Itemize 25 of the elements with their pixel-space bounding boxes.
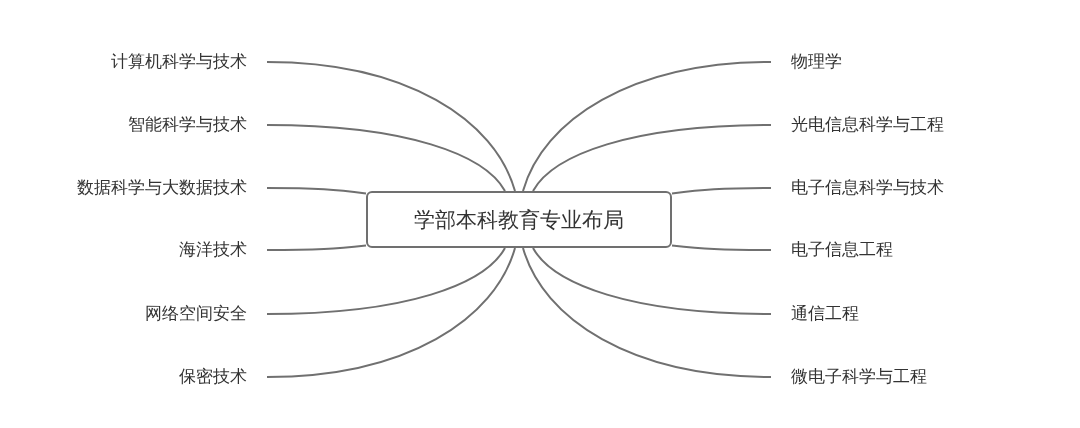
branch-topic: 海洋技术: [20, 237, 267, 263]
branch-topic: 微电子科学与工程: [771, 364, 1031, 390]
connector-line: [266, 247, 516, 378]
branch-topic: 通信工程: [771, 301, 1031, 327]
connector-line: [671, 244, 772, 251]
connector-line: [266, 187, 367, 195]
connector-line: [522, 61, 772, 192]
connector-line: [522, 247, 772, 378]
branch-topic: 智能科学与技术: [20, 112, 267, 138]
connector-line: [266, 247, 506, 315]
branch-topic: 保密技术: [20, 364, 267, 390]
branch-topic: 网络空间安全: [20, 301, 267, 327]
connector-line: [266, 244, 367, 251]
branch-topic: 电子信息工程: [771, 237, 1031, 263]
connector-line: [266, 124, 506, 192]
connector-line: [671, 187, 772, 195]
connector-line: [532, 247, 772, 315]
connector-line: [532, 124, 772, 192]
branch-topic: 光电信息科学与工程: [771, 112, 1031, 138]
connector-line: [266, 61, 516, 192]
branch-topic: 电子信息科学与技术: [771, 175, 1031, 201]
branch-topic: 物理学: [771, 49, 1031, 75]
branch-topic: 计算机科学与技术: [20, 49, 267, 75]
central-topic-box: 学部本科教育专业布局: [366, 191, 672, 248]
branch-topic: 数据科学与大数据技术: [20, 175, 267, 201]
